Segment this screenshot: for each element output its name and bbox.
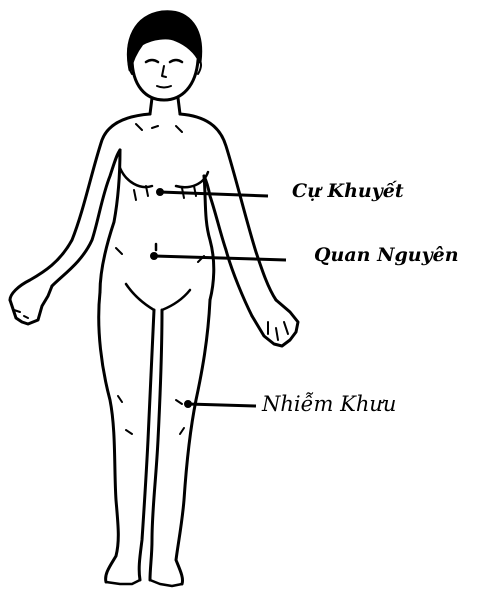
nhiem-khuu-pointer bbox=[188, 404, 256, 406]
left-arm-inner bbox=[52, 150, 120, 286]
quan-nguyen-pointer bbox=[154, 256, 286, 260]
label-nhiem-khuu: Nhiễm Khưu bbox=[262, 392, 396, 416]
left-leg-outer bbox=[99, 292, 119, 582]
head-outline bbox=[132, 58, 198, 100]
right-foot bbox=[150, 580, 182, 586]
label-quan-nguyen: Quan Nguyên bbox=[314, 244, 459, 266]
neck-right bbox=[178, 98, 180, 114]
nhiem-khuu-marker bbox=[186, 402, 191, 407]
hair bbox=[128, 12, 200, 70]
left-groin-line bbox=[126, 284, 154, 310]
quan-nguyen-marker bbox=[152, 254, 157, 259]
cu-khuyet-pointer bbox=[160, 192, 268, 196]
right-leg-outer bbox=[176, 300, 210, 584]
left-foot bbox=[106, 580, 140, 584]
left-breast bbox=[120, 168, 152, 187]
right-hand bbox=[252, 300, 298, 346]
mouth bbox=[157, 86, 171, 88]
left-hand bbox=[10, 286, 52, 324]
nose bbox=[162, 66, 166, 77]
left-shoulder-arm-outer bbox=[10, 114, 150, 300]
right-eye bbox=[170, 60, 182, 62]
neck-left bbox=[150, 98, 152, 114]
right-shoulder-arm-outer bbox=[180, 114, 276, 300]
right-groin-line bbox=[162, 290, 190, 310]
cu-khuyet-marker bbox=[158, 190, 163, 195]
label-cu-khuyet: Cự Khuyết bbox=[292, 180, 404, 202]
left-eye bbox=[146, 60, 158, 62]
